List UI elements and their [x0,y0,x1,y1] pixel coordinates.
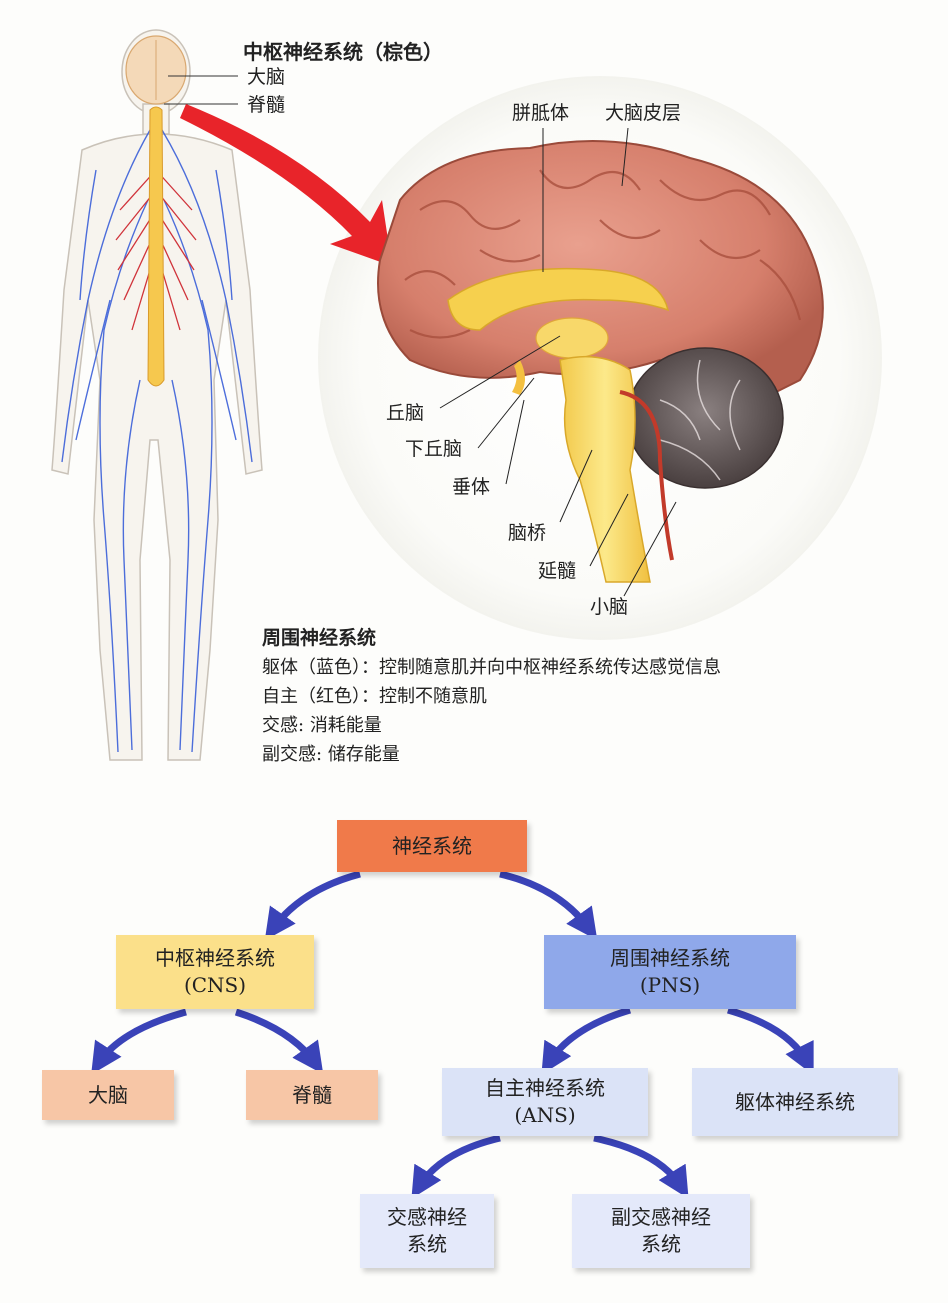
node-parasympathetic: 副交感神经 系统 [572,1194,750,1268]
sympathetic-desc: 消耗能量 [310,715,382,736]
node-cns: 中枢神经系统 (CNS) [116,935,314,1009]
node-sympathetic-line1: 交感神经 [387,1204,467,1231]
label-spinal-cord: 脊髓 [247,96,285,115]
arrow-ans-symp [418,1138,500,1188]
pns-sympathetic-row: 交感: 消耗能量 [262,711,721,740]
arrow-cns-spinal [236,1012,316,1064]
node-nervous-system-label: 神经系统 [392,833,472,860]
parasympathetic-desc: 储存能量 [328,744,400,765]
node-cns-line1: 中枢神经系统 [155,945,275,972]
arrow-root-cns [272,874,360,930]
arrow-pns-ans [548,1010,630,1064]
arrow-pns-somatic [728,1010,808,1064]
autonomic-key: 自主（红色） [262,686,361,707]
somatic-desc: 控制随意肌并向中枢神经系统传达感觉信息 [379,657,721,678]
node-somatic-label: 躯体神经系统 [735,1089,855,1116]
sympathetic-key: 交感: [262,715,304,736]
pns-somatic-row: 躯体（蓝色）：控制随意肌并向中枢神经系统传达感觉信息 [262,653,721,682]
cns-title: 中枢神经系统（棕色） [243,36,443,65]
arrow-ans-parasymp [594,1138,682,1188]
spinal-cord-shape [148,107,164,386]
label-medulla: 延髓 [538,562,576,581]
node-ans-line2: (ANS) [514,1102,575,1129]
node-pns-line1: 周围神经系统 [610,945,730,972]
node-brain: 大脑 [42,1070,174,1120]
node-somatic: 躯体神经系统 [692,1068,898,1136]
node-ans: 自主神经系统 (ANS) [442,1068,648,1136]
label-brain: 大脑 [247,68,285,87]
label-cerebral-cortex: 大脑皮层 [605,104,681,123]
pns-legend: 周围神经系统 躯体（蓝色）：控制随意肌并向中枢神经系统传达感觉信息 自主（红色）… [262,624,721,769]
node-pns: 周围神经系统 (PNS) [544,935,796,1009]
arrow-cns-brain [98,1012,186,1064]
node-spinal-cord: 脊髓 [246,1070,378,1120]
pns-legend-title: 周围神经系统 [262,624,721,653]
node-brain-label: 大脑 [88,1082,128,1109]
node-spinal-cord-label: 脊髓 [292,1082,332,1109]
somatic-key: 躯体（蓝色） [262,657,361,678]
label-pons: 脑桥 [508,524,546,543]
arrow-root-pns [500,874,590,930]
label-cerebellum: 小脑 [590,598,628,617]
node-cns-line2: (CNS) [184,972,246,999]
label-corpus-callosum: 胼胝体 [512,104,569,123]
parasympathetic-key: 副交感: [262,744,322,765]
label-thalamus: 丘脑 [386,404,424,423]
node-parasympathetic-line2: 系统 [641,1231,681,1258]
node-nervous-system: 神经系统 [337,820,527,872]
node-ans-line1: 自主神经系统 [485,1075,605,1102]
label-hypothalamus: 下丘脑 [405,440,462,459]
node-sympathetic-line2: 系统 [407,1231,447,1258]
label-pituitary: 垂体 [452,478,490,497]
pns-parasympathetic-row: 副交感: 储存能量 [262,740,721,769]
pns-autonomic-row: 自主（红色）：控制不随意肌 [262,682,721,711]
autonomic-desc: 控制不随意肌 [379,686,487,707]
node-sympathetic: 交感神经 系统 [360,1194,494,1268]
node-pns-line2: (PNS) [640,972,700,999]
node-parasympathetic-line1: 副交感神经 [611,1204,711,1231]
